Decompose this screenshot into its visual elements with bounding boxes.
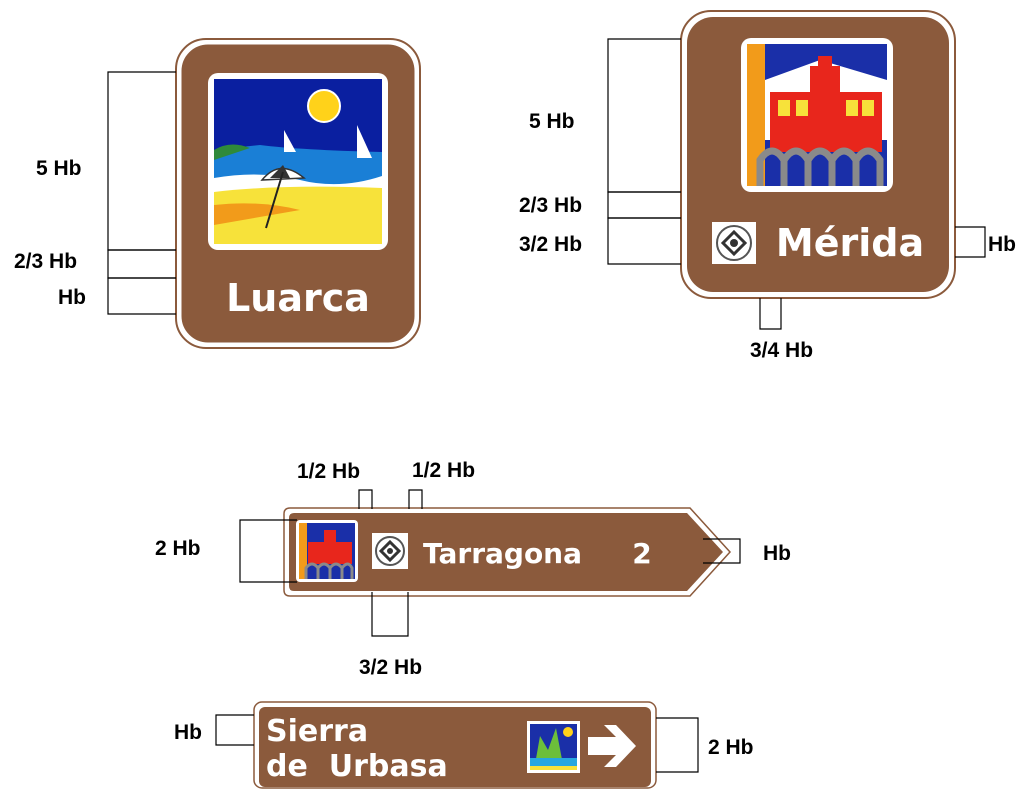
tarragona-dim-margin-between: 1/2 Hb <box>412 459 475 482</box>
tarragona-dim-height: 2 Hb <box>155 537 201 560</box>
merida-dim-emblem: 3/2 Hb <box>519 233 582 256</box>
roman-monument-pictogram-small <box>296 520 358 582</box>
urbasa-sign: Sierra de Urbasa <box>253 701 657 789</box>
world-heritage-emblem <box>712 222 756 264</box>
luarca-name: Luarca <box>226 276 370 320</box>
natural-park-pictogram <box>527 721 580 773</box>
roman-monument-pictogram <box>741 38 893 192</box>
tarragona-dim-emblem: 3/2 Hb <box>359 656 422 679</box>
merida-sign: Mérida <box>680 10 956 299</box>
urbasa-dimension-brackets <box>215 714 699 773</box>
luarca-dim-text: Hb <box>58 286 86 309</box>
beach-umbrella-icon <box>260 165 306 229</box>
merida-dim-text-right: Hb <box>988 233 1016 256</box>
urbasa-dim-height-right: 2 Hb <box>708 736 754 759</box>
luarca-dim-pictogram: 5 Hb <box>36 157 82 180</box>
beach-umbrella-sailboats-pictogram <box>208 73 388 250</box>
merida-dim-bottom: 3/4 Hb <box>750 339 813 362</box>
tarragona-dim-margin-left: 1/2 Hb <box>297 460 360 483</box>
world-heritage-emblem-small <box>372 533 408 569</box>
tarragona-dimension-brackets <box>239 489 741 637</box>
merida-dim-gap: 2/3 Hb <box>519 194 582 217</box>
tarragona-sign: Tarragona 2 <box>283 507 732 597</box>
right-arrow-icon <box>588 725 636 767</box>
luarca-dim-gap: 2/3 Hb <box>14 250 77 273</box>
urbasa-dim-text-left: Hb <box>174 721 202 744</box>
merida-dim-pictogram: 5 Hb <box>529 110 575 133</box>
merida-name: Mérida <box>776 221 924 265</box>
tarragona-distance: 2 <box>632 537 651 570</box>
urbasa-line1: Sierra <box>266 714 368 749</box>
urbasa-line2: de Urbasa <box>266 749 448 784</box>
luarca-dimension-brackets <box>107 71 176 315</box>
luarca-sign: Luarca <box>175 38 421 349</box>
tarragona-dim-text-right: Hb <box>763 542 791 565</box>
tarragona-name: Tarragona <box>423 537 582 570</box>
merida-dimension-brackets <box>607 38 986 330</box>
